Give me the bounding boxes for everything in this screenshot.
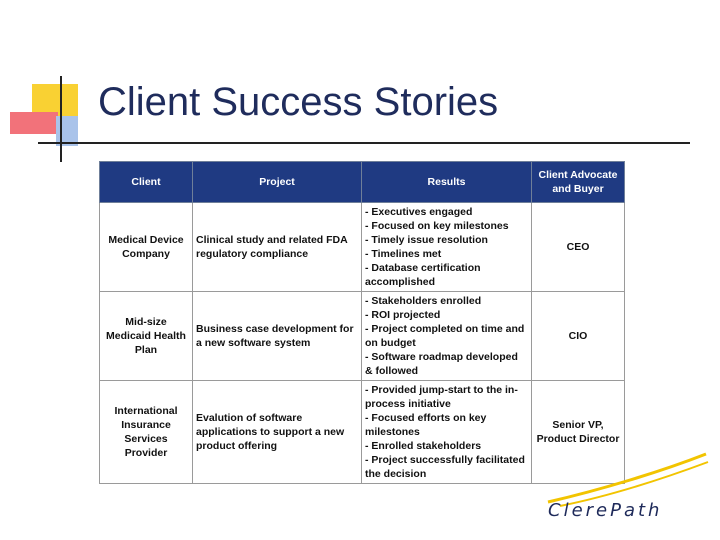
result-item: - Timelines met — [365, 248, 442, 260]
result-item: - Executives engaged — [365, 206, 473, 218]
result-item: - ROI projected — [365, 309, 441, 321]
decorative-red-bar — [10, 112, 58, 134]
results-cell: - Stakeholders enrolled - ROI projected … — [361, 291, 532, 381]
header-client: Client — [99, 161, 193, 203]
advocate-cell: CEO — [531, 202, 625, 292]
result-item: - Software roadmap developed & followed — [365, 351, 518, 377]
advocate-cell: CIO — [531, 291, 625, 381]
result-item: - Project completed on time and on budge… — [365, 323, 525, 349]
clerepath-logo: ClerePath — [548, 500, 663, 521]
result-item: - Stakeholders enrolled — [365, 295, 482, 307]
client-cell: International Insurance Services Provide… — [99, 380, 193, 484]
result-item: - Focused on key milestones — [365, 220, 509, 232]
advocate-cell: Senior VP, Product Director — [531, 380, 625, 484]
client-cell: Medical Device Company — [99, 202, 193, 292]
result-item: - Focused efforts on key milestones — [365, 412, 487, 438]
table-row: International Insurance Services Provide… — [99, 380, 625, 484]
header-project: Project — [192, 161, 362, 203]
table-row: Mid-size Medicaid Health Plan Business c… — [99, 291, 625, 381]
result-item: - Project successfully facilitated the d… — [365, 454, 525, 480]
header-results: Results — [361, 161, 532, 203]
slide-title: Client Success Stories — [98, 80, 499, 124]
table-row: Medical Device Company Clinical study an… — [99, 202, 625, 292]
result-item: - Timely issue resolution — [365, 234, 488, 246]
result-item: - Enrolled stakeholders — [365, 440, 482, 452]
project-cell: Evalution of software applications to su… — [192, 380, 362, 484]
decorative-vertical-line — [60, 76, 62, 162]
project-cell: Business case development for a new soft… — [192, 291, 362, 381]
title-underline — [38, 142, 690, 144]
client-cell: Mid-size Medicaid Health Plan — [99, 291, 193, 381]
success-stories-table: Client Project Results Client Advocate a… — [99, 161, 625, 484]
table-header-row: Client Project Results Client Advocate a… — [99, 161, 625, 203]
result-item: - Provided jump-start to the in-process … — [365, 384, 518, 410]
header-advocate: Client Advocate and Buyer — [531, 161, 625, 203]
logo-swoosh-icon — [547, 452, 709, 507]
result-item: - Database certification accomplished — [365, 262, 481, 288]
project-cell: Clinical study and related FDA regulator… — [192, 202, 362, 292]
results-cell: - Executives engaged - Focused on key mi… — [361, 202, 532, 292]
results-cell: - Provided jump-start to the in-process … — [361, 380, 532, 484]
